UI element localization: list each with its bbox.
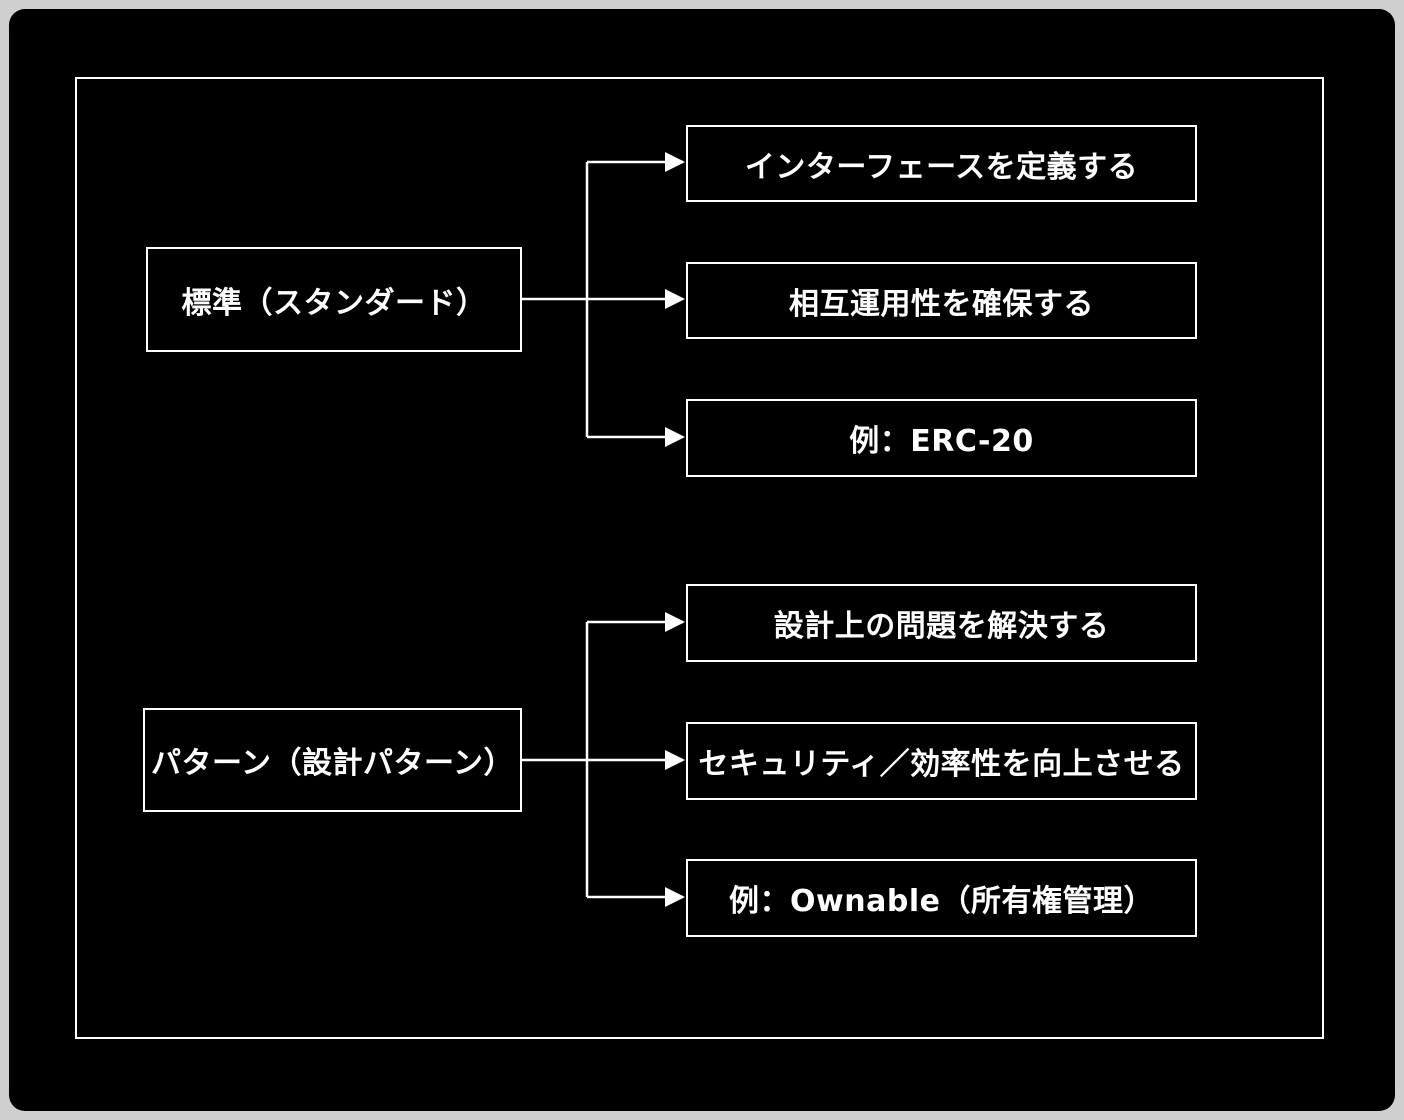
pattern-child-node-2: セキュリティ／効率性を向上させる bbox=[686, 722, 1197, 800]
pattern-child-node-3: 例：Ownable（所有権管理） bbox=[686, 859, 1197, 937]
connector-layer bbox=[522, 152, 685, 907]
pattern-root-node: パターン（設計パターン） bbox=[143, 708, 522, 812]
standard-child-node-1: インターフェースを定義する bbox=[686, 125, 1197, 202]
standard-root-node: 標準（スタンダード） bbox=[146, 247, 522, 352]
diagram-frame bbox=[75, 77, 1324, 1039]
standard-child-node-2: 相互運用性を確保する bbox=[686, 262, 1197, 339]
diagram-canvas: 標準（スタンダード） インターフェースを定義する 相互運用性を確保する 例：ER… bbox=[9, 9, 1395, 1111]
standard-child-node-3: 例：ERC-20 bbox=[686, 399, 1197, 477]
pattern-child-node-1: 設計上の問題を解決する bbox=[686, 584, 1197, 662]
